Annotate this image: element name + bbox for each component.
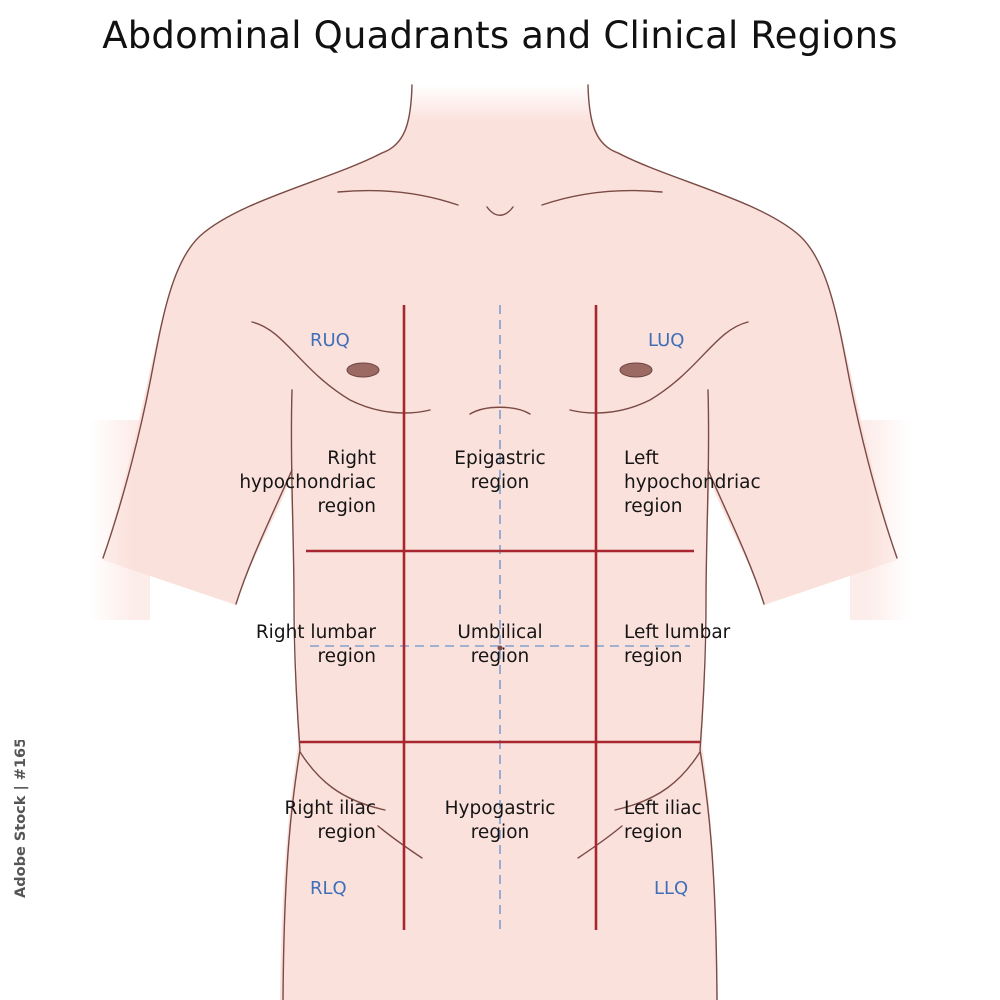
inguinal-right (577, 825, 623, 859)
diagram-title: Abdominal Quadrants and Clinical Regions (102, 14, 898, 57)
hip-curve-left (299, 751, 386, 811)
region-label-umbilical: Umbilical region (457, 622, 543, 667)
region-label-right-iliac: Right iliac region (284, 798, 376, 843)
inner-arm-right (707, 469, 765, 605)
collarbone-right (541, 189, 663, 206)
region-label-left-hypochondriac: Left hypochondriac region (624, 448, 761, 517)
torso-side-left (282, 389, 301, 1000)
umbilicus (497, 645, 503, 651)
region-label-right-lumbar: Right lumbar region (255, 622, 376, 667)
stock-watermark: Adobe Stock | #1654009687 (13, 740, 29, 898)
nipple-left (346, 362, 380, 378)
nipple-right (619, 362, 653, 378)
neck-shape (385, 85, 615, 152)
collarbone-left (337, 189, 459, 206)
torso-side-right (699, 389, 718, 1000)
inner-arm-left (235, 469, 293, 605)
pectoral-left (251, 321, 431, 414)
stock-watermark-text: Adobe Stock | #1654009687 (13, 740, 29, 898)
region-label-left-iliac: Left iliac region (624, 798, 702, 843)
quadrant-label-rlq: RLQ (310, 878, 347, 899)
quadrant-label-luq: LUQ (648, 330, 685, 351)
region-label-epigastric: Epigastric region (454, 448, 546, 493)
region-label-left-lumbar: Left lumbar region (624, 622, 731, 667)
neck-outline-right (587, 84, 898, 559)
region-label-hypogastric: Hypogastric region (444, 798, 556, 843)
region-label-right-hypochondriac: Right hypochondriac region (239, 448, 376, 517)
quadrant-label-llq: LLQ (654, 878, 689, 899)
sternal-notch (486, 206, 514, 216)
xiphoid-curve (469, 406, 531, 415)
neck-outline-left (102, 84, 413, 559)
hip-curve-right (614, 751, 701, 811)
inguinal-left (377, 825, 423, 859)
quadrant-label-ruq: RUQ (310, 330, 350, 351)
pectoral-right (569, 321, 749, 414)
